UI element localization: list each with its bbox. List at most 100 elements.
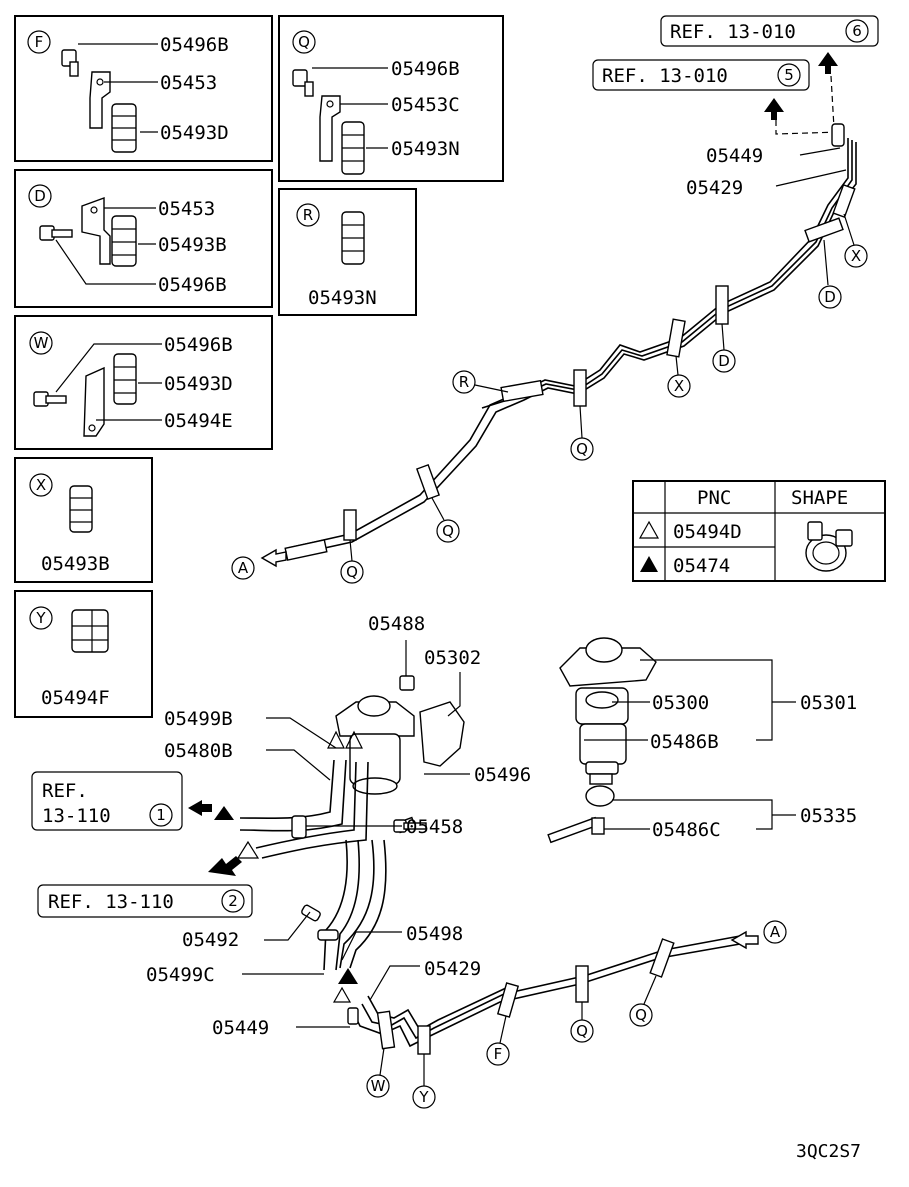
ref-6-text: REF. 13-010 (670, 21, 796, 43)
arrow-left-a-lower-icon (730, 930, 759, 950)
inset-y: Y 05494F (14, 590, 153, 718)
ref-13-110-2[interactable]: REF. 13-110 2 (37, 884, 253, 918)
label-05449-lower: 05449 (212, 1017, 269, 1039)
svg-text:W: W (371, 1077, 386, 1095)
connector-a-lower: A (770, 923, 781, 941)
inset-q-letter: Q (298, 33, 310, 51)
svg-text:F: F (494, 1045, 503, 1063)
clamp-icon (113, 353, 137, 405)
inset-f-part-3: 05493D (160, 122, 229, 144)
svg-text:D: D (824, 288, 836, 306)
callout-w: W (366, 1047, 390, 1098)
clamp-icon (71, 609, 109, 653)
callout-x-1: X (843, 213, 868, 268)
hollow-triangle-icon (345, 730, 363, 749)
svg-text:D: D (718, 352, 730, 370)
upper-clips (343, 183, 856, 541)
ref-1-num: 1 (156, 806, 166, 824)
label-05498: 05498 (406, 923, 463, 945)
inset-d-letter: D (34, 187, 46, 205)
inset-d-part-1: 05453 (158, 198, 215, 220)
label-05458: 05458 (406, 816, 463, 838)
callout-q-1: Q (570, 405, 594, 461)
callout-d-1: D (818, 239, 842, 309)
bracket-icon (319, 95, 341, 162)
label-05496: 05496 (474, 764, 531, 786)
inset-r: R 05493N (278, 188, 417, 316)
svg-text:Y: Y (418, 1088, 429, 1106)
bolt-icon (39, 225, 73, 241)
label-05486C: 05486C (652, 819, 721, 841)
hose-clamp-icon (805, 521, 853, 572)
legend-col-pnc: PNC (697, 487, 731, 509)
lower-fuel-lines (347, 935, 741, 1048)
label-05499C: 05499C (146, 964, 215, 986)
label-05429: 05429 (686, 177, 743, 199)
svg-text:X: X (851, 247, 861, 265)
callout-x-2: X (667, 355, 691, 398)
inset-q-part-1: 05496B (391, 58, 460, 80)
ref-13-110-1[interactable]: REF. 13-110 1 (31, 771, 183, 831)
inset-y-letter: Y (35, 609, 46, 627)
label-05488: 05488 (368, 613, 425, 635)
svg-text:Q: Q (635, 1006, 647, 1024)
bracket-icon (89, 71, 111, 129)
ref-13-010-6[interactable]: REF. 13-010 6 (660, 15, 879, 47)
bolt-icon (33, 391, 67, 407)
connector-a-upper: A (238, 559, 249, 577)
inset-d-part-3: 05496B (158, 274, 227, 296)
inset-w-letter: W (34, 334, 49, 352)
inset-f-part-1: 05496B (160, 34, 229, 56)
filter-hoses (239, 759, 387, 971)
inset-x: X 05493B (14, 457, 153, 583)
callout-y: Y (412, 1054, 436, 1109)
ref-2-num: 2 (228, 892, 238, 910)
inset-q-part-3: 05493N (391, 138, 460, 160)
callout-r: R (452, 370, 509, 394)
callout-q-3: Q (340, 539, 364, 584)
label-05486B: 05486B (650, 731, 719, 753)
inset-w-part-2: 05493D (164, 373, 233, 395)
svg-text:Q: Q (346, 563, 358, 581)
hollow-triangle-icon (332, 986, 352, 1003)
arrow-down-left-icon (208, 856, 242, 876)
label-05335: 05335 (800, 805, 857, 827)
label-05301: 05301 (800, 692, 857, 714)
clamp-icon (69, 485, 93, 533)
clamp-icon (111, 215, 137, 267)
inset-w: W 05496B 05493D 05494E (14, 315, 273, 450)
nut-icon (399, 675, 415, 691)
bracket-icon (83, 366, 105, 437)
ref-13-010-5[interactable]: REF. 13-010 5 (592, 59, 810, 91)
solid-triangle-icon (640, 556, 658, 572)
inset-f: F 05496B 05453 05493D (14, 15, 273, 162)
ref-5-text: REF. 13-010 (602, 65, 728, 87)
callout-d-2: D (712, 323, 736, 373)
arrow-left-icon (188, 800, 212, 816)
ref-1-line2: 13-110 (42, 805, 111, 827)
inset-w-part-3: 05494E (164, 410, 233, 432)
ref-6-num: 6 (852, 22, 862, 40)
bolt-icon (61, 49, 79, 77)
hollow-triangle-icon (236, 840, 260, 859)
clamp-icon (111, 103, 137, 153)
callout-q-2: Q (431, 497, 460, 543)
callout-q-lower-2: Q (629, 975, 657, 1027)
clamp-icon (341, 211, 365, 265)
inset-y-part-1: 05494F (41, 687, 110, 709)
inset-f-letter: F (35, 33, 44, 51)
legend-table: PNC SHAPE 05494D 05474 (632, 480, 886, 582)
legend-row-1: 05494D (673, 521, 742, 543)
label-05492: 05492 (182, 929, 239, 951)
inset-x-letter: X (36, 476, 46, 494)
inset-w-part-1: 05496B (164, 334, 233, 356)
label-05300: 05300 (652, 692, 709, 714)
solid-triangle-icon (338, 968, 358, 984)
ref-5-num: 5 (784, 66, 794, 84)
inset-d: D 05453 05493B 05496B (14, 169, 273, 308)
hollow-triangle-icon (638, 520, 660, 539)
inset-q: Q 05496B 05453C 05493N (278, 15, 504, 182)
svg-text:X: X (674, 377, 684, 395)
arrow-left-a-icon (260, 548, 287, 568)
